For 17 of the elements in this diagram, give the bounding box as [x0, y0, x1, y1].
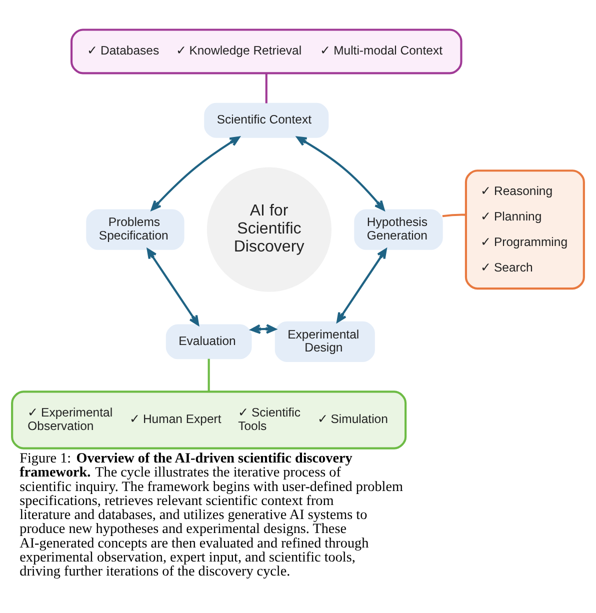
- connector: [208, 358, 210, 392]
- node-box: Hypothesis Generation: [354, 209, 443, 250]
- node-box: Evaluation: [166, 324, 252, 360]
- caption: Figure 1: Overview of the AI-driven scientific discovery framework. The cycle illustrates the iterative process of scientific inquiry. The framework begins with user-defined problem specifications, retrieves relevant scientific context from literature and databases, and utilizes generative AI systems to produce new hypotheses and experimental designs. These AI-generated concepts are then evaluated and refined through experimental observation, expert input, and scientific tools, driving further iterations of the discovery cycle.: [20, 450, 404, 580]
- arrow: [150, 136, 240, 211]
- arrow: [336, 248, 387, 323]
- arrow: [250, 324, 276, 334]
- node-box: Experimental Design: [274, 321, 375, 362]
- arrow: [146, 248, 200, 326]
- connector: [265, 73, 268, 104]
- node-box: ✓ Databases ✓ Knowledge Retrieval ✓ Multi-modal Context: [70, 28, 462, 74]
- node-box: Problems Specification: [86, 209, 184, 250]
- arrow: [296, 136, 385, 211]
- node-box: ✓ Experimental Observation ✓ Human Expert ✓ Scientific Tools ✓ Simulation: [11, 390, 407, 450]
- node-box: Scientific Context: [204, 102, 329, 138]
- node-box: ✓ Reasoning ✓ Planning ✓ Programming ✓ Search: [464, 170, 585, 290]
- connector: [442, 214, 466, 218]
